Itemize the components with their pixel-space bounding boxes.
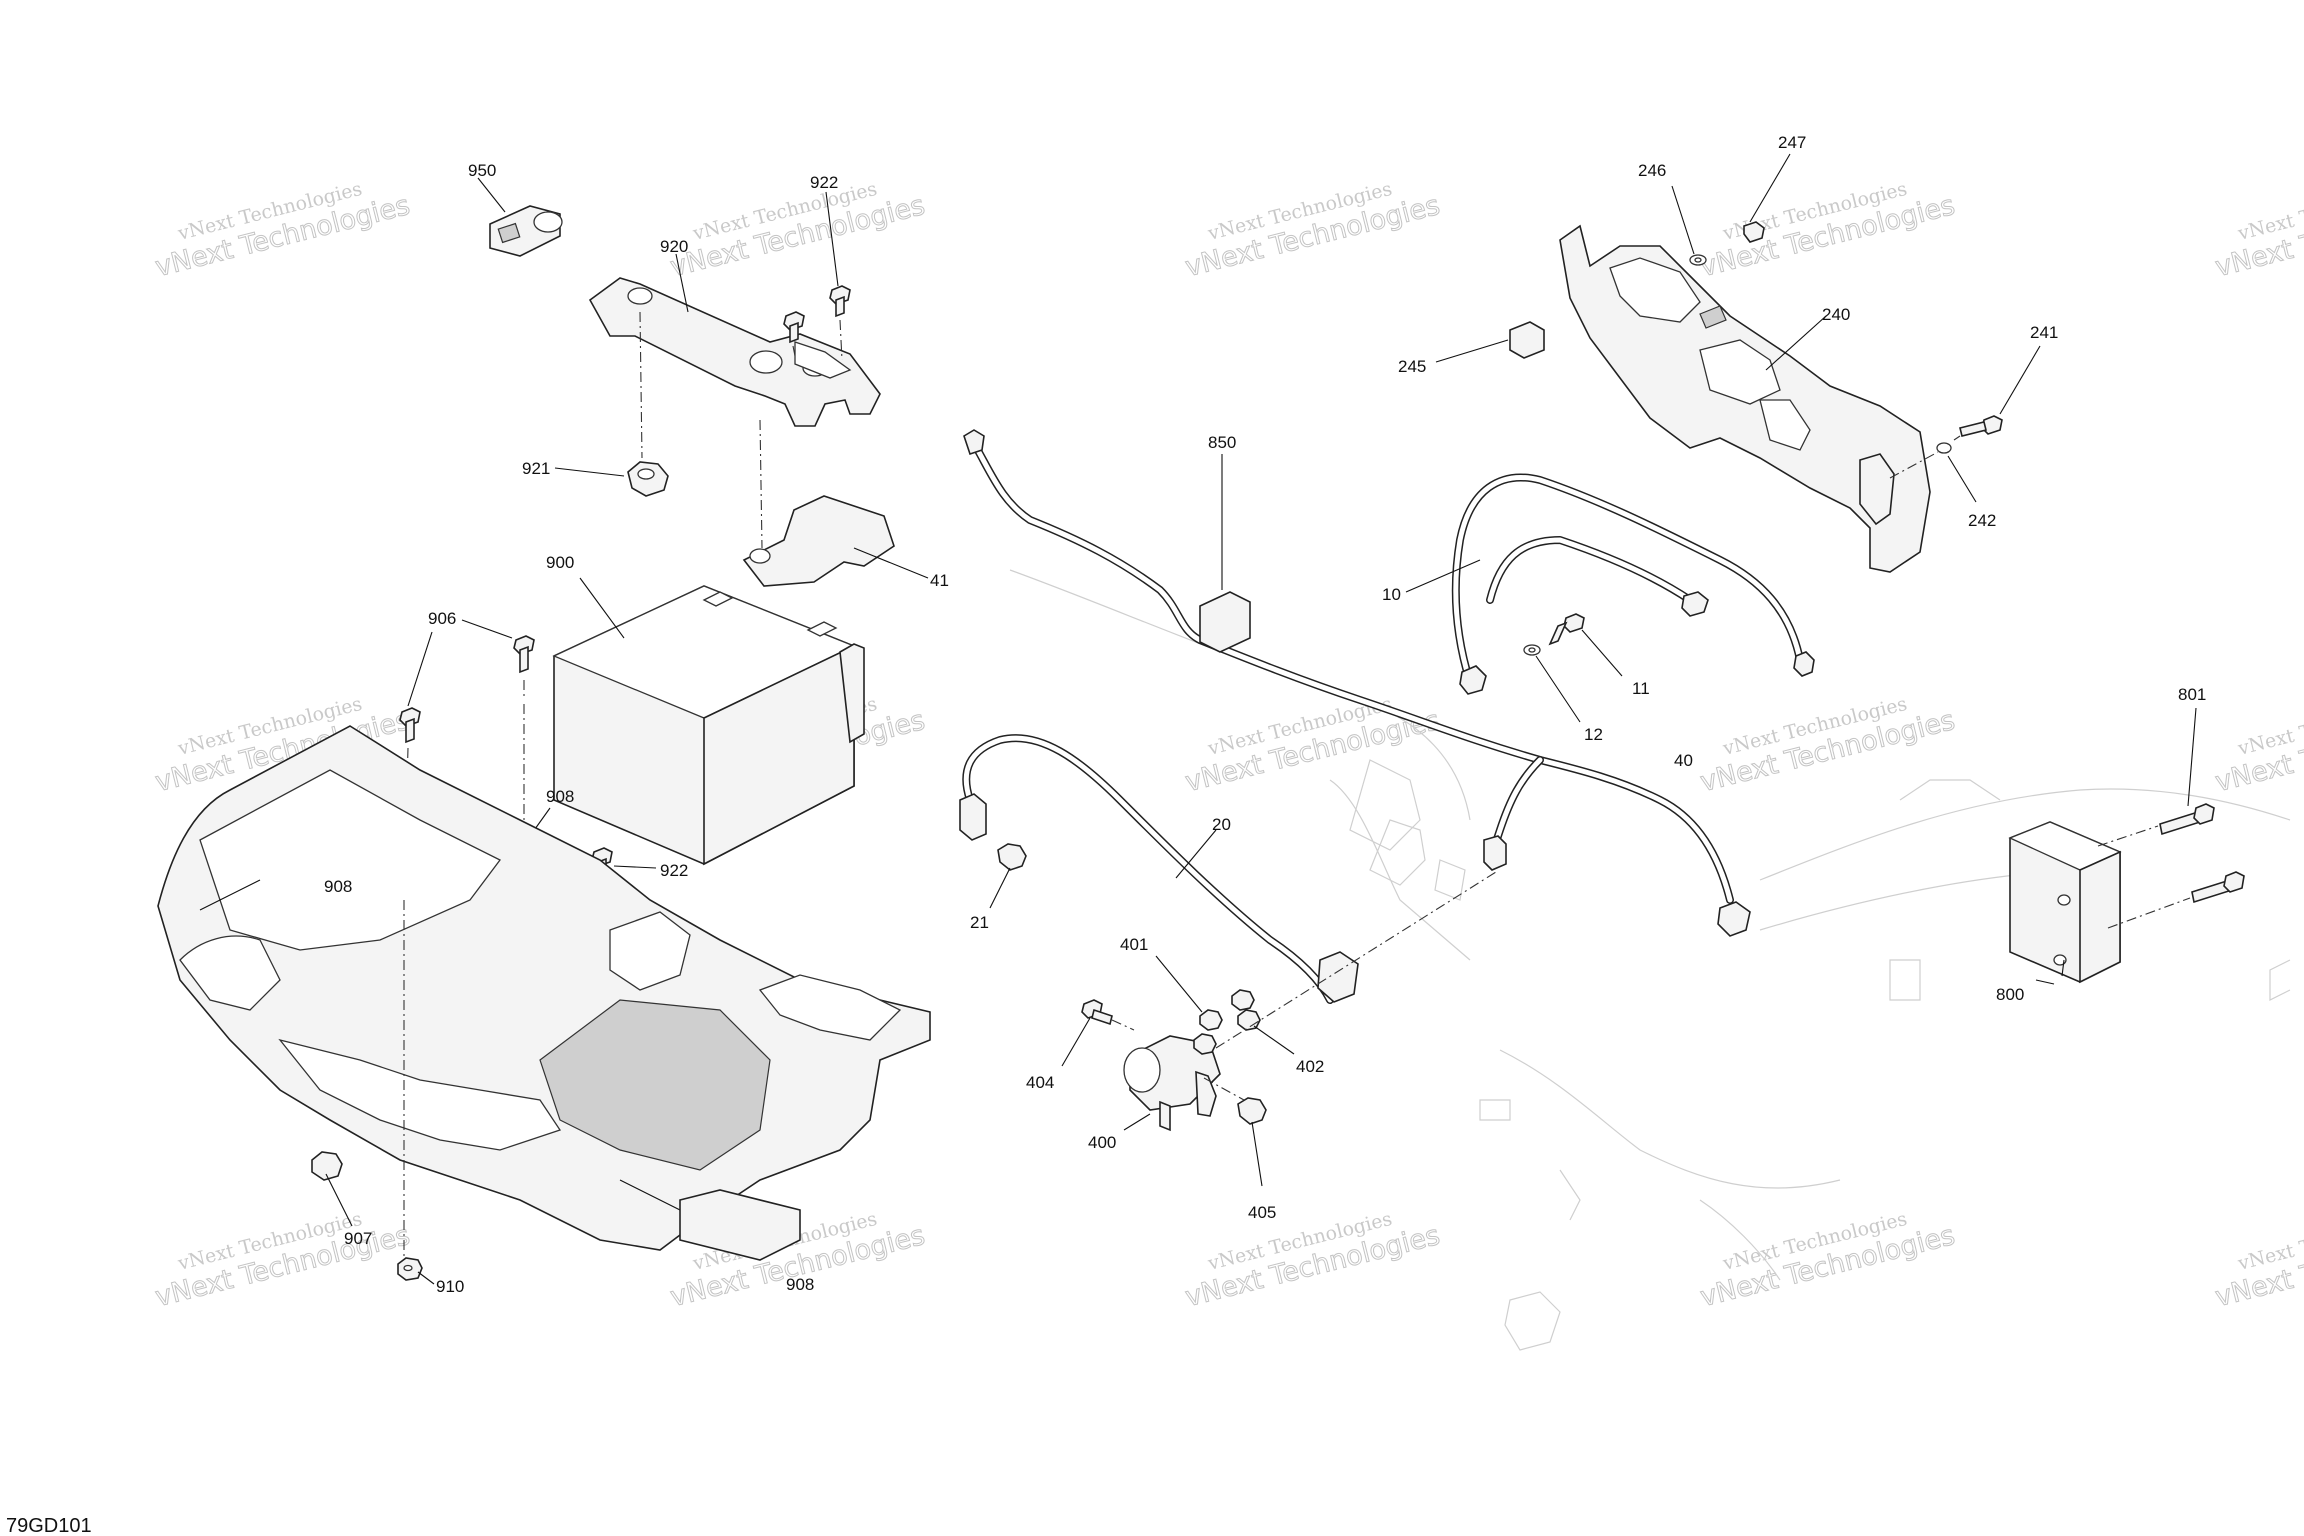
callout-908-left: 908 bbox=[324, 877, 352, 896]
part-21-nut bbox=[989, 843, 1027, 909]
part-12-washer bbox=[1523, 644, 1581, 723]
part-247-screw bbox=[1743, 153, 1791, 243]
watermark-r1c1: vNext Technologies vNext Technologies bbox=[152, 178, 414, 284]
callout-41: 41 bbox=[930, 571, 949, 590]
callout-404: 404 bbox=[1026, 1073, 1054, 1092]
part-922-screw-top bbox=[825, 191, 851, 361]
part-920-bracket bbox=[588, 253, 881, 427]
part-11-screw bbox=[1548, 613, 1623, 677]
part-404-screw bbox=[1061, 999, 1135, 1067]
callout-850: 850 bbox=[1208, 433, 1236, 452]
dash-solenoid-to-harness bbox=[1215, 871, 1497, 1049]
callout-20: 20 bbox=[1212, 815, 1231, 834]
callout-920: 920 bbox=[660, 237, 688, 256]
callouts: 950 922 920 921 41 900 906 908 908 922 9… bbox=[324, 133, 2206, 1296]
watermark-r3c5: vNext Technologies vNext Technologies bbox=[2212, 1208, 2304, 1314]
part-245-clip bbox=[1435, 321, 1545, 363]
callout-12: 12 bbox=[1584, 725, 1603, 744]
part-921-nut bbox=[554, 311, 669, 497]
part-950-power-outlet bbox=[477, 177, 563, 257]
part-801-screw-b bbox=[2107, 871, 2245, 929]
callout-908-bottom: 908 bbox=[786, 1275, 814, 1294]
part-240-bracket bbox=[1559, 224, 1931, 573]
watermark-r1c3: vNext Technologies vNext Technologies bbox=[1182, 178, 1444, 284]
part-401-nut bbox=[1155, 955, 1223, 1055]
callout-907: 907 bbox=[344, 1229, 372, 1248]
part-801-screw-a bbox=[2097, 707, 2215, 847]
watermark-r1c4: vNext Technologies vNext Technologies bbox=[1697, 178, 1959, 284]
watermark-r3c1: vNext Technologies vNext Technologies bbox=[152, 1208, 414, 1314]
part-242-washer bbox=[1889, 435, 1977, 503]
part-922-screw-mid bbox=[783, 311, 805, 357]
part-850-main-harness bbox=[963, 429, 1751, 937]
callout-921: 921 bbox=[522, 459, 550, 478]
callout-10: 10 bbox=[1382, 585, 1401, 604]
callout-246: 246 bbox=[1638, 161, 1666, 180]
diagram-code: 79GD101 bbox=[6, 1515, 92, 1536]
callout-405: 405 bbox=[1248, 1203, 1276, 1222]
part-910-nut bbox=[397, 900, 435, 1285]
callout-240: 240 bbox=[1822, 305, 1850, 324]
callout-908-upper: 908 bbox=[546, 787, 574, 806]
watermark-r2c4: vNext Technologies vNext Technologies bbox=[1697, 693, 1959, 799]
part-241-screw bbox=[1959, 345, 2041, 437]
part-906-screw-b bbox=[399, 631, 433, 744]
callout-922-top: 922 bbox=[810, 173, 838, 192]
callout-801: 801 bbox=[2178, 685, 2206, 704]
callout-950: 950 bbox=[468, 161, 496, 180]
callout-922-tray: 922 bbox=[660, 861, 688, 880]
callout-401: 401 bbox=[1120, 935, 1148, 954]
watermark-r3c3: vNext Technologies vNext Technologies bbox=[1182, 1208, 1444, 1314]
callout-900: 900 bbox=[546, 553, 574, 572]
watermark-r2c3: vNext Technologies vNext Technologies bbox=[1182, 693, 1444, 799]
callout-402: 402 bbox=[1296, 1057, 1324, 1076]
callout-21: 21 bbox=[970, 913, 989, 932]
part-906-screw-a bbox=[461, 619, 535, 700]
watermark-r2c5: vNext Technologies vNext Technologies bbox=[2212, 693, 2304, 799]
callout-906: 906 bbox=[428, 609, 456, 628]
part-20-cable bbox=[959, 734, 1359, 1004]
part-246-washer bbox=[1671, 185, 1707, 266]
callout-800: 800 bbox=[1996, 985, 2024, 1004]
watermark-r1c5: vNext Technologies vNext Technologies bbox=[2212, 178, 2304, 284]
callout-40: 40 bbox=[1674, 751, 1693, 770]
callout-245: 245 bbox=[1398, 357, 1426, 376]
part-405-nut bbox=[1203, 1077, 1267, 1187]
part-907-nut bbox=[311, 1151, 353, 1227]
part-402-nut bbox=[1231, 989, 1295, 1055]
part-400-solenoid bbox=[1123, 1035, 1221, 1132]
part-41-terminal-cover bbox=[742, 419, 929, 587]
callout-241: 241 bbox=[2030, 323, 2058, 342]
watermark-r1c2: vNext Technologies vNext Technologies bbox=[667, 178, 929, 284]
callout-400: 400 bbox=[1088, 1133, 1116, 1152]
part-900-battery bbox=[552, 577, 865, 866]
part-800-module bbox=[2008, 821, 2122, 985]
callout-11: 11 bbox=[1632, 679, 1650, 698]
callout-910: 910 bbox=[436, 1277, 464, 1296]
callout-242: 242 bbox=[1968, 511, 1996, 530]
watermark-r3c4: vNext Technologies vNext Technologies bbox=[1697, 1208, 1959, 1314]
part-10-cable bbox=[1405, 473, 1815, 695]
callout-247: 247 bbox=[1778, 133, 1806, 152]
part-battery-tray bbox=[157, 725, 931, 1261]
